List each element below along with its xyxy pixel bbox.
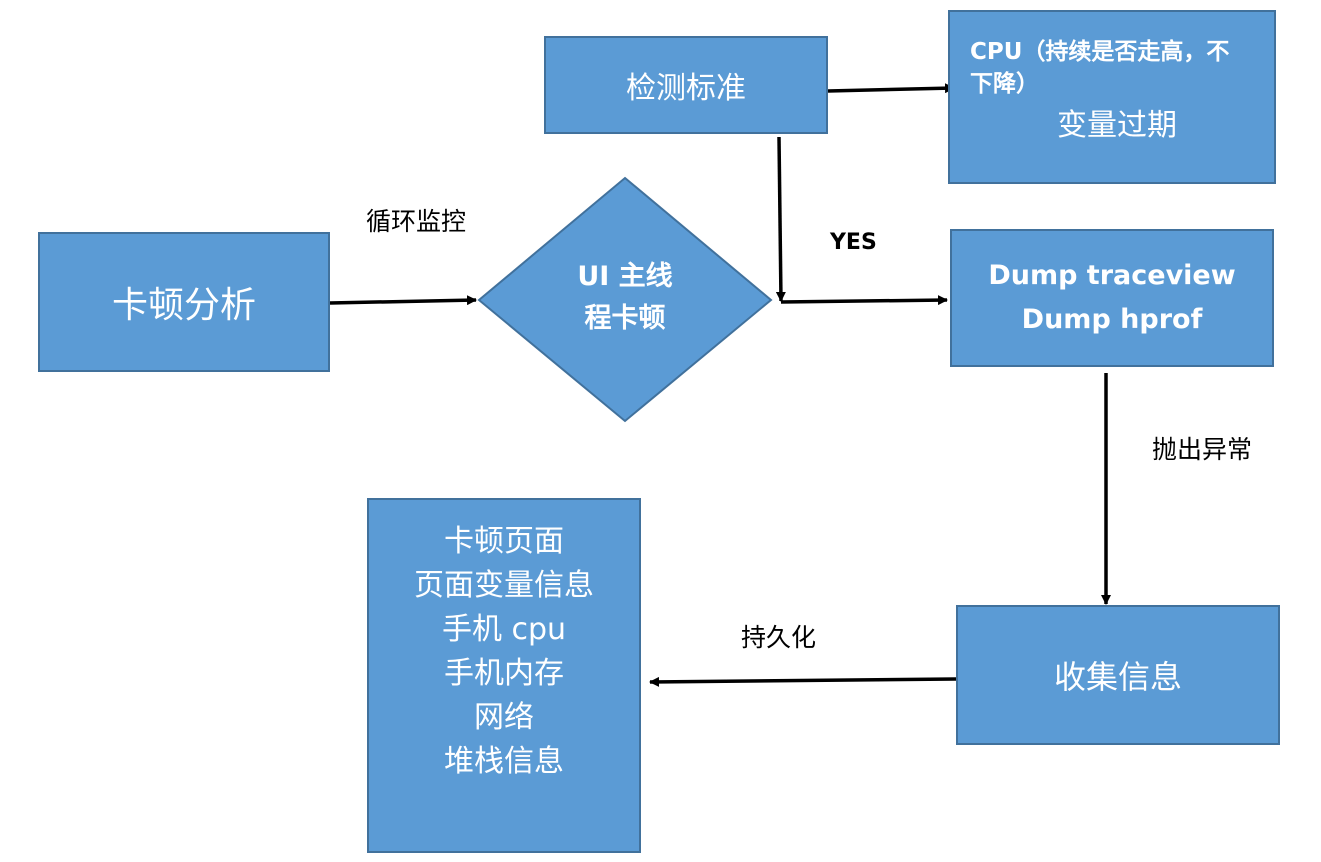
result-item-memory: 手机内存 [444, 656, 564, 691]
cpu-criteria-line-3: 变量过期 [1057, 108, 1177, 143]
edge-label-loop-monitor: 循环监控 [366, 207, 467, 236]
collect-info-box: 收集信息 [956, 605, 1280, 745]
cpu-criteria-line-1: CPU（持续是否走高，不 [970, 39, 1230, 65]
arrow-standard-to-cpu [827, 83, 955, 94]
result-item-stack: 堆栈信息 [444, 744, 564, 779]
result-item-page-vars: 页面变量信息 [414, 568, 594, 603]
arrow-standard-down [775, 136, 786, 302]
check-standard-box: 检测标准 [544, 36, 828, 134]
edge-label-persist: 持久化 [741, 623, 817, 652]
collect-info-label: 收集信息 [1053, 658, 1182, 696]
result-item-cpu: 手机 cpu [441, 612, 567, 647]
cpu-criteria-line-2: 下降） [970, 71, 1039, 97]
edge-label-yes: YES [830, 230, 877, 255]
result-item-page: 卡顿页面 [444, 524, 564, 559]
ui-block-diamond [477, 176, 773, 423]
result-list-box: 卡顿页面 页面变量信息 手机 cpu 手机内存 网络 堆栈信息 [367, 498, 641, 853]
dump-box: Dump traceview Dump hprof [950, 229, 1274, 367]
ui-block-line-2: 程卡顿 [584, 303, 666, 334]
arrow-ui-block-to-dump [780, 295, 948, 306]
arrow-analysis-to-ui-block [329, 295, 477, 306]
dump-hprof-label: Dump hprof [1021, 304, 1203, 335]
dump-traceview-label: Dump traceview [988, 260, 1236, 291]
ui-block-text: UI 主线 程卡顿 [545, 256, 705, 340]
arrow-collect-to-results [649, 676, 957, 687]
result-item-network: 网络 [474, 700, 534, 735]
ui-block-line-1: UI 主线 [577, 261, 673, 292]
kadun-analysis-label: 卡顿分析 [111, 285, 256, 326]
kadun-analysis-box: 卡顿分析 [38, 232, 330, 372]
cpu-criteria-box: CPU（持续是否走高，不 下降） 变量过期 [948, 10, 1276, 184]
check-standard-label: 检测标准 [626, 71, 746, 106]
edge-label-throw-exception: 抛出异常 [1152, 435, 1253, 464]
